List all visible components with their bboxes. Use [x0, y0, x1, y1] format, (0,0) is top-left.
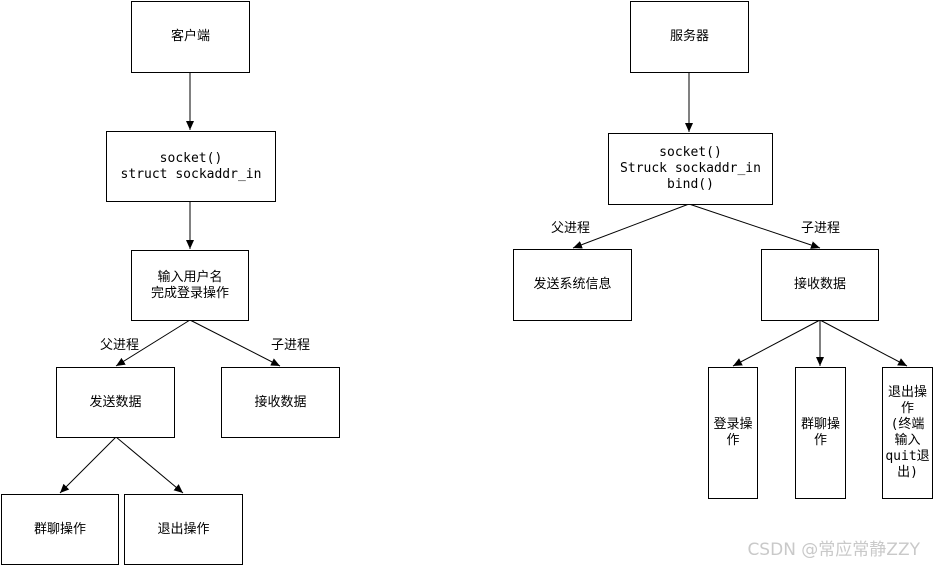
arrow-send-to-groupchat [59, 436, 117, 494]
client-box: 客户端 [131, 1, 250, 73]
client-child-process-label: 子进程 [271, 338, 311, 353]
client-send-box: 发送数据 [56, 367, 175, 438]
server-group-chat-box: 群聊操 作 [795, 367, 846, 499]
arrow-recv-to-quit [819, 319, 908, 367]
arrow-login-to-send [115, 319, 191, 367]
server-child-process-label: 子进程 [801, 221, 841, 236]
server-quit-box: 退出操 作 (终端 输入 quit退 出) [882, 367, 933, 499]
client-recv-box: 接收数据 [221, 367, 340, 438]
server-box: 服务器 [630, 1, 749, 73]
client-parent-process-label: 父进程 [100, 338, 140, 353]
server-send-sys-box: 发送系统信息 [513, 249, 632, 321]
arrow-recv-to-login [732, 319, 821, 367]
arrow-login-to-recv [189, 319, 281, 367]
client-socket-box: socket() struct sockaddr_in [106, 131, 276, 202]
arrow-send-to-quit [115, 436, 184, 494]
client-quit-box: 退出操作 [124, 494, 243, 565]
server-login-box: 登录操 作 [708, 367, 758, 499]
watermark: CSDN @常应常静ZZY [747, 540, 920, 560]
arrow-ssocket-to-sendsys [572, 203, 690, 249]
client-group-chat-box: 群聊操作 [1, 494, 119, 565]
server-recv-box: 接收数据 [761, 249, 879, 321]
server-socket-box: socket() Struck sockaddr_in bind() [608, 133, 773, 205]
arrow-ssocket-to-recv [688, 203, 821, 249]
client-login-box: 输入用户名 完成登录操作 [131, 250, 249, 321]
server-parent-process-label: 父进程 [551, 221, 591, 236]
